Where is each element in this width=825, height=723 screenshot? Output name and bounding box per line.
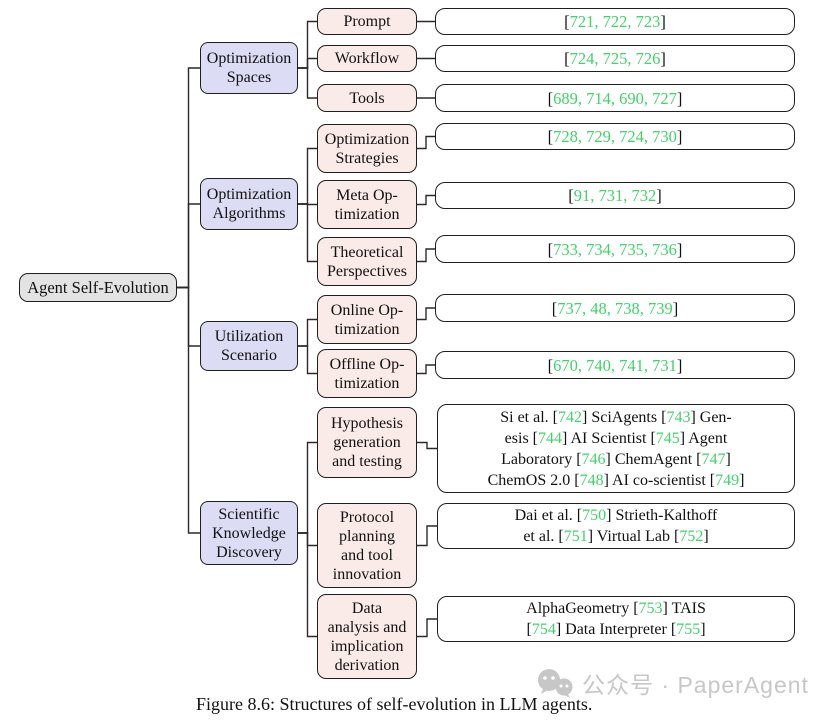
citations-offline-optimization: [670, 740, 741, 731] — [435, 351, 795, 379]
figure-caption: Figure 8.6: Structures of self-evolution… — [196, 694, 593, 714]
citations-tools: [689, 714, 690, 727] — [435, 84, 795, 112]
node-optimization-strategies: Optimization Strategies — [317, 124, 417, 173]
citations-data-analysis: AlphaGeometry [753] TAIS[754] Data Inter… — [437, 596, 795, 642]
node-prompt: Prompt — [317, 8, 417, 35]
wechat-icon — [538, 669, 573, 698]
node-scientific-knowledge-discovery: Scientific Knowledge Discovery — [200, 501, 298, 565]
watermark: 公众号 · PaperAgent — [534, 666, 809, 700]
node-workflow: Workflow — [317, 45, 417, 72]
node-online-optimization: Online Op- timization — [317, 295, 417, 344]
node-theoretical-perspectives: Theoretical Perspectives — [317, 237, 417, 286]
watermark-text: 公众号 · PaperAgent — [582, 672, 809, 698]
citations-online-optimization: [737, 48, 738, 739] — [435, 294, 795, 322]
citations-prompt: [721, 722, 723] — [435, 8, 795, 35]
node-optimization-algorithms: Optimization Algorithms — [200, 178, 298, 230]
node-protocol-planning-and-tool-innovation: Protocol planning and tool innovation — [317, 503, 417, 588]
node-optimization-spaces: Optimization Spaces — [200, 42, 298, 94]
node-meta-optimization: Meta Op- timization — [317, 180, 417, 229]
node-hypothesis-generation-and-testing: Hypothesis generation and testing — [317, 407, 417, 478]
citations-meta-optimization: [91, 731, 732] — [435, 182, 795, 209]
citations-theoretical-perspectives: [733, 734, 735, 736] — [435, 235, 795, 263]
node-data-analysis-and-implication-derivation: Data analysis and implication derivation — [317, 594, 417, 679]
citations-optimization-strategies: [728, 729, 724, 730] — [435, 123, 795, 150]
citations-workflow: [724, 725, 726] — [435, 45, 795, 72]
node-tools: Tools — [317, 84, 417, 112]
citations-hypothesis-generation: Si et al. [742] SciAgents [743] Gen-esis… — [437, 404, 795, 493]
node-utilization-scenario: Utilization Scenario — [200, 321, 298, 371]
node-agent-self-evolution: Agent Self-Evolution — [19, 273, 177, 302]
node-offline-optimization: Offline Op- timization — [317, 349, 417, 398]
